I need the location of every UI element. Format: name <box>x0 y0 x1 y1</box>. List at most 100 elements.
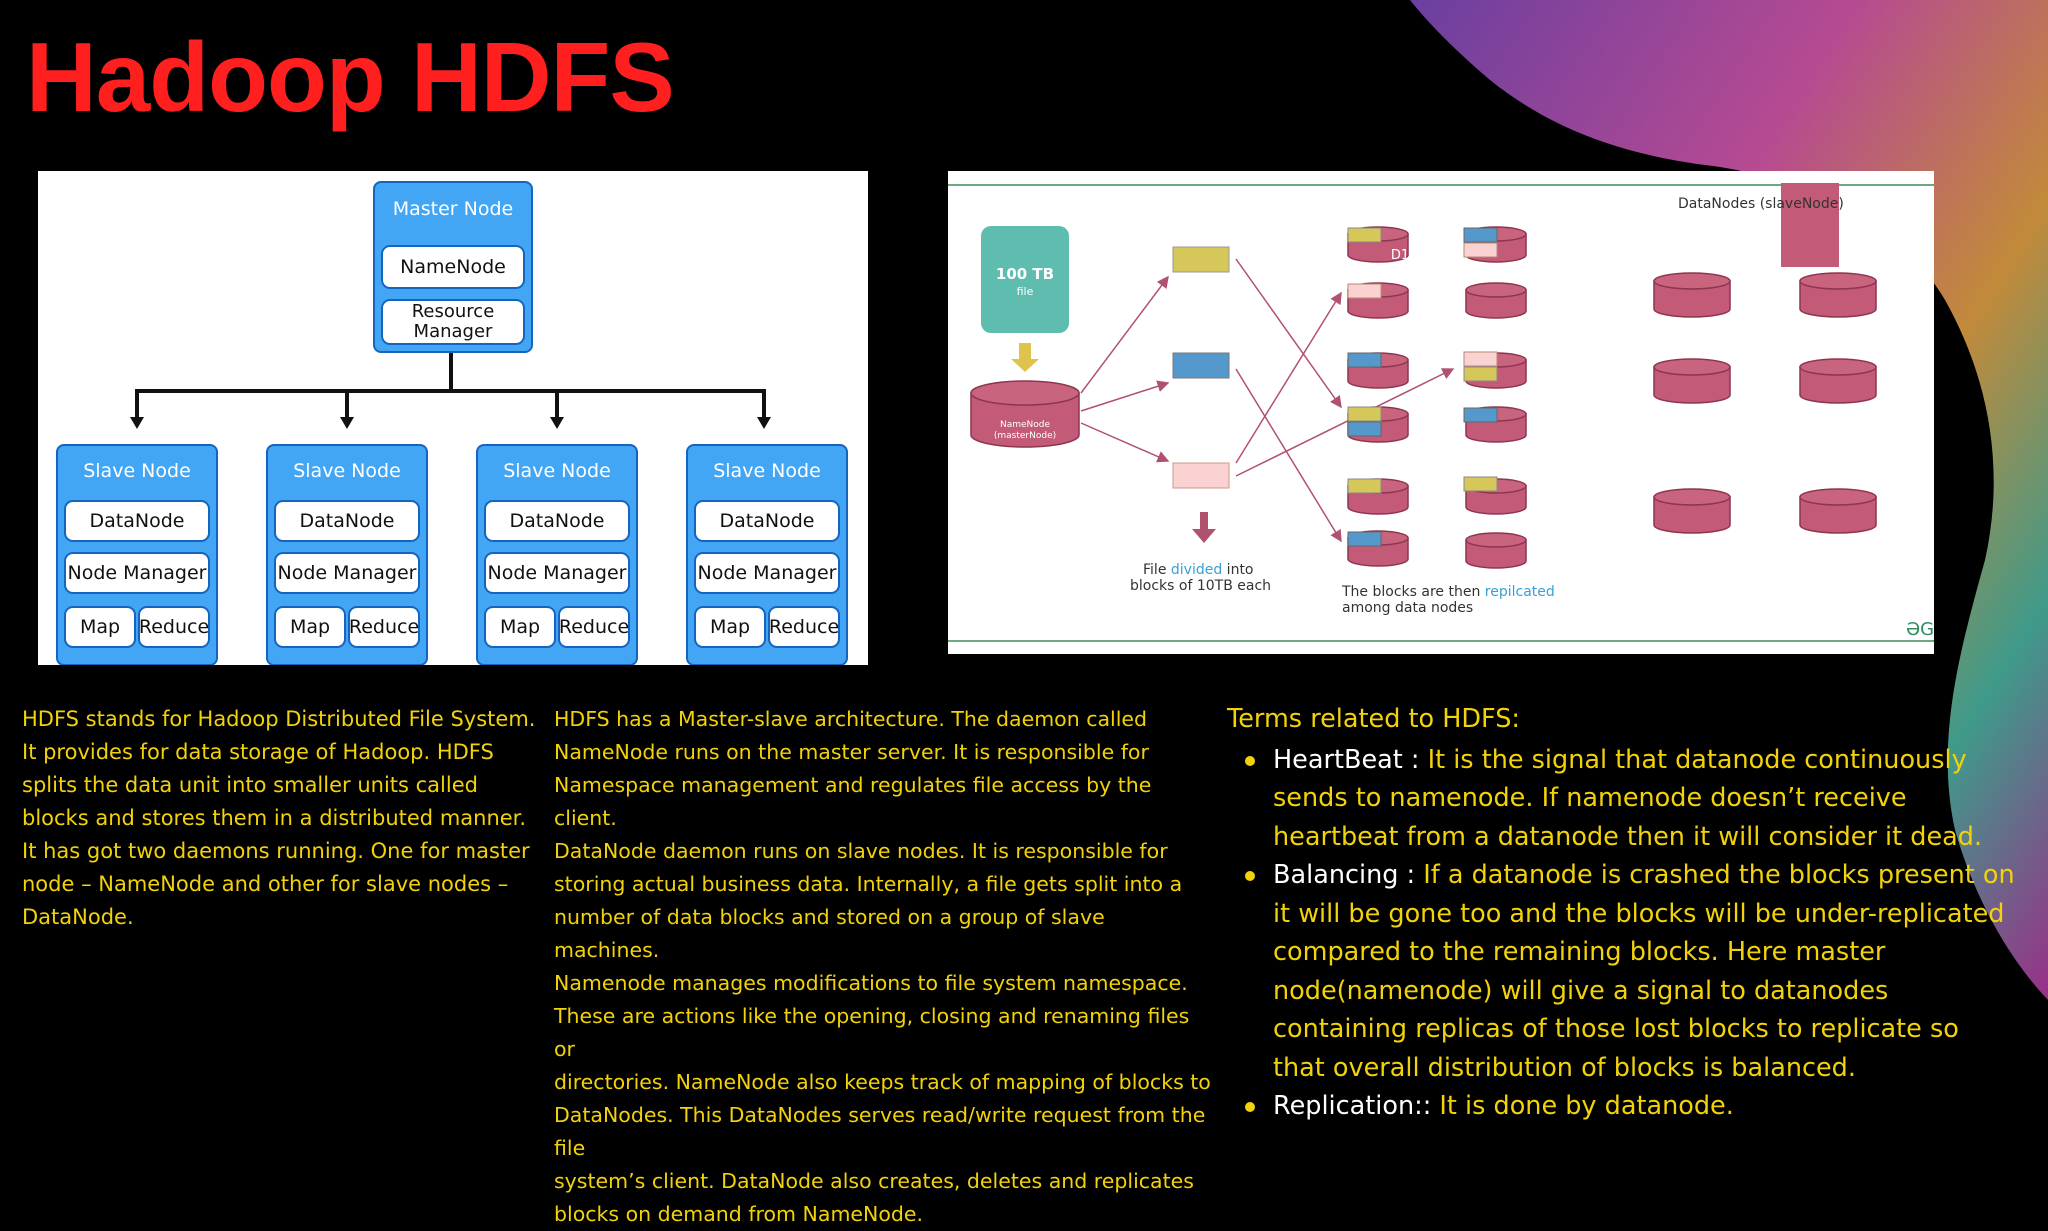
term-name: Replication:: <box>1273 1091 1432 1121</box>
datanodes-label: DataNodes (slaveNode) <box>1678 196 1844 212</box>
replicated-caption-line1: The blocks are then repilcated <box>1341 584 1555 600</box>
divided-caption-line2: blocks of 10TB each <box>1130 578 1271 594</box>
datanode-disk <box>1653 358 1731 404</box>
block-chip <box>1347 421 1382 437</box>
text-line: DataNodes. This DataNodes serves read/wr… <box>554 1103 1206 1160</box>
term-name: Balancing : <box>1273 860 1416 890</box>
text-line: DataNode. <box>22 905 134 929</box>
slave-node-title: Slave Node <box>293 460 401 482</box>
file-label: 100 TB <box>996 265 1054 283</box>
namenode-sublabel: (masterNode) <box>994 431 1056 441</box>
term-text: It is done by datanode. <box>1431 1091 1734 1121</box>
text-line: directories. NameNode also keeps track o… <box>554 1070 1211 1094</box>
block-chip <box>1347 531 1382 547</box>
term-item-heartbeat: HeartBeat : It is the signal that datano… <box>1225 741 2015 857</box>
term-name: HeartBeat : <box>1273 744 1420 775</box>
block-chip <box>1347 478 1382 494</box>
terms-list: HeartBeat : It is the signal that datano… <box>1225 741 2015 1126</box>
master-node-title: Master Node <box>392 198 514 220</box>
down-arrow-icon <box>1011 343 1039 372</box>
block-chip <box>1463 227 1498 243</box>
text-line: storing actual business data. Internally… <box>554 872 1183 896</box>
datanode-disk <box>1799 488 1877 534</box>
block-chip <box>1347 283 1382 299</box>
reduce-box: Reduce <box>768 606 840 648</box>
block-chip <box>1347 227 1382 243</box>
map-box: Map <box>484 606 556 648</box>
datanode-disk <box>1799 272 1877 318</box>
node-manager-box: Node Manager <box>484 552 630 594</box>
term-item-balancing: Balancing : If a datanode is crashed the… <box>1225 856 2015 1087</box>
block-chip <box>1463 351 1498 367</box>
arrowhead-1 <box>130 417 144 429</box>
namenode-box: NameNode <box>381 245 525 289</box>
replicated-caption-line2: among data nodes <box>1342 600 1473 616</box>
page-title: Hadoop HDFS <box>26 22 675 132</box>
map-box: Map <box>694 606 766 648</box>
text-line: These are actions like the opening, clos… <box>554 1004 1190 1061</box>
split-block-pink <box>1172 462 1230 489</box>
block-chip <box>1463 242 1498 258</box>
term-text: It is the signal that datanode continuou… <box>1273 744 1983 852</box>
arrowhead-3 <box>550 417 564 429</box>
datanode-disk <box>1465 532 1527 569</box>
text-line: node – NameNode and other for slave node… <box>22 872 509 896</box>
datanode-column-bar <box>1781 183 1839 267</box>
slave-node-box: Slave Node DataNode Node Manager Map Red… <box>686 444 848 665</box>
slave-node-box: Slave Node DataNode Node Manager Map Red… <box>56 444 218 665</box>
block-chip <box>1347 406 1382 422</box>
split-block-blue <box>1172 352 1230 379</box>
reduce-box: Reduce <box>138 606 210 648</box>
block-chip <box>1463 407 1498 423</box>
corner-logo-mark: ƏG <box>1906 619 1934 640</box>
slave-node-title: Slave Node <box>503 460 611 482</box>
d1-label: D1 <box>1391 248 1409 263</box>
text-line: DataNode daemon runs on slave nodes. It … <box>554 839 1168 863</box>
text-line: number of data blocks and stored on a gr… <box>554 905 1105 962</box>
map-box: Map <box>64 606 136 648</box>
split-arrow <box>1080 380 1170 412</box>
node-manager-box: Node Manager <box>694 552 840 594</box>
text-line: blocks and stores them in a distributed … <box>22 806 527 830</box>
terms-heading: Terms related to HDFS: <box>1227 704 1521 734</box>
connector-drop-2 <box>345 389 349 419</box>
connector-drop-1 <box>135 389 139 419</box>
datanode-box: DataNode <box>64 500 210 542</box>
resource-manager-box: Resource Manager <box>381 299 525 345</box>
map-box: Map <box>274 606 346 648</box>
split-arrow <box>1080 275 1169 394</box>
datanode-disk <box>1653 272 1731 318</box>
datanode-disk <box>1799 358 1877 404</box>
master-node-box: Master Node NameNode Resource Manager <box>373 181 533 353</box>
split-arrow <box>1080 422 1170 463</box>
terms-section: Terms related to HDFS: HeartBeat : It is… <box>1225 700 2015 1126</box>
block-replication-diagram: 100 TB file NameNode (masterNode) <box>948 171 1934 654</box>
block-chip <box>1463 476 1498 492</box>
hdfs-intro-column: HDFS stands for Hadoop Distributed File … <box>22 703 542 934</box>
replicate-arrow <box>1235 368 1342 543</box>
text-line: HDFS stands for Hadoop Distributed File … <box>22 707 536 731</box>
block-replication-svg: 100 TB file NameNode (masterNode) <box>948 183 1934 642</box>
file-block <box>981 226 1069 333</box>
namenode-cylinder <box>970 380 1080 448</box>
connector-drop-3 <box>555 389 559 419</box>
text-line: splits the data unit into smaller units … <box>22 773 478 797</box>
slave-node-box: Slave Node DataNode Node Manager Map Red… <box>266 444 428 665</box>
replicate-arrow <box>1235 258 1342 409</box>
block-chip <box>1347 352 1382 368</box>
datanode-box: DataNode <box>274 500 420 542</box>
replicate-arrow <box>1235 291 1342 464</box>
divided-caption-line1: File divided into <box>1143 562 1254 578</box>
replicate-arrow <box>1235 368 1455 477</box>
connector-drop-4 <box>762 389 766 419</box>
text-line: HDFS has a Master-slave architecture. Th… <box>554 707 1148 731</box>
text-line: system’s client. DataNode also creates, … <box>554 1169 1194 1193</box>
text-line: blocks on demand from NameNode. <box>554 1202 924 1226</box>
datanode-disk <box>1653 488 1731 534</box>
datanode-disk <box>1465 282 1527 319</box>
file-sub-label: file <box>1017 285 1034 298</box>
cluster-architecture-diagram: Master Node NameNode Resource Manager Sl… <box>38 171 868 665</box>
reduce-box: Reduce <box>558 606 630 648</box>
bullet-icon <box>1245 871 1255 881</box>
text-line: Namespace management and regulates file … <box>554 773 1152 830</box>
